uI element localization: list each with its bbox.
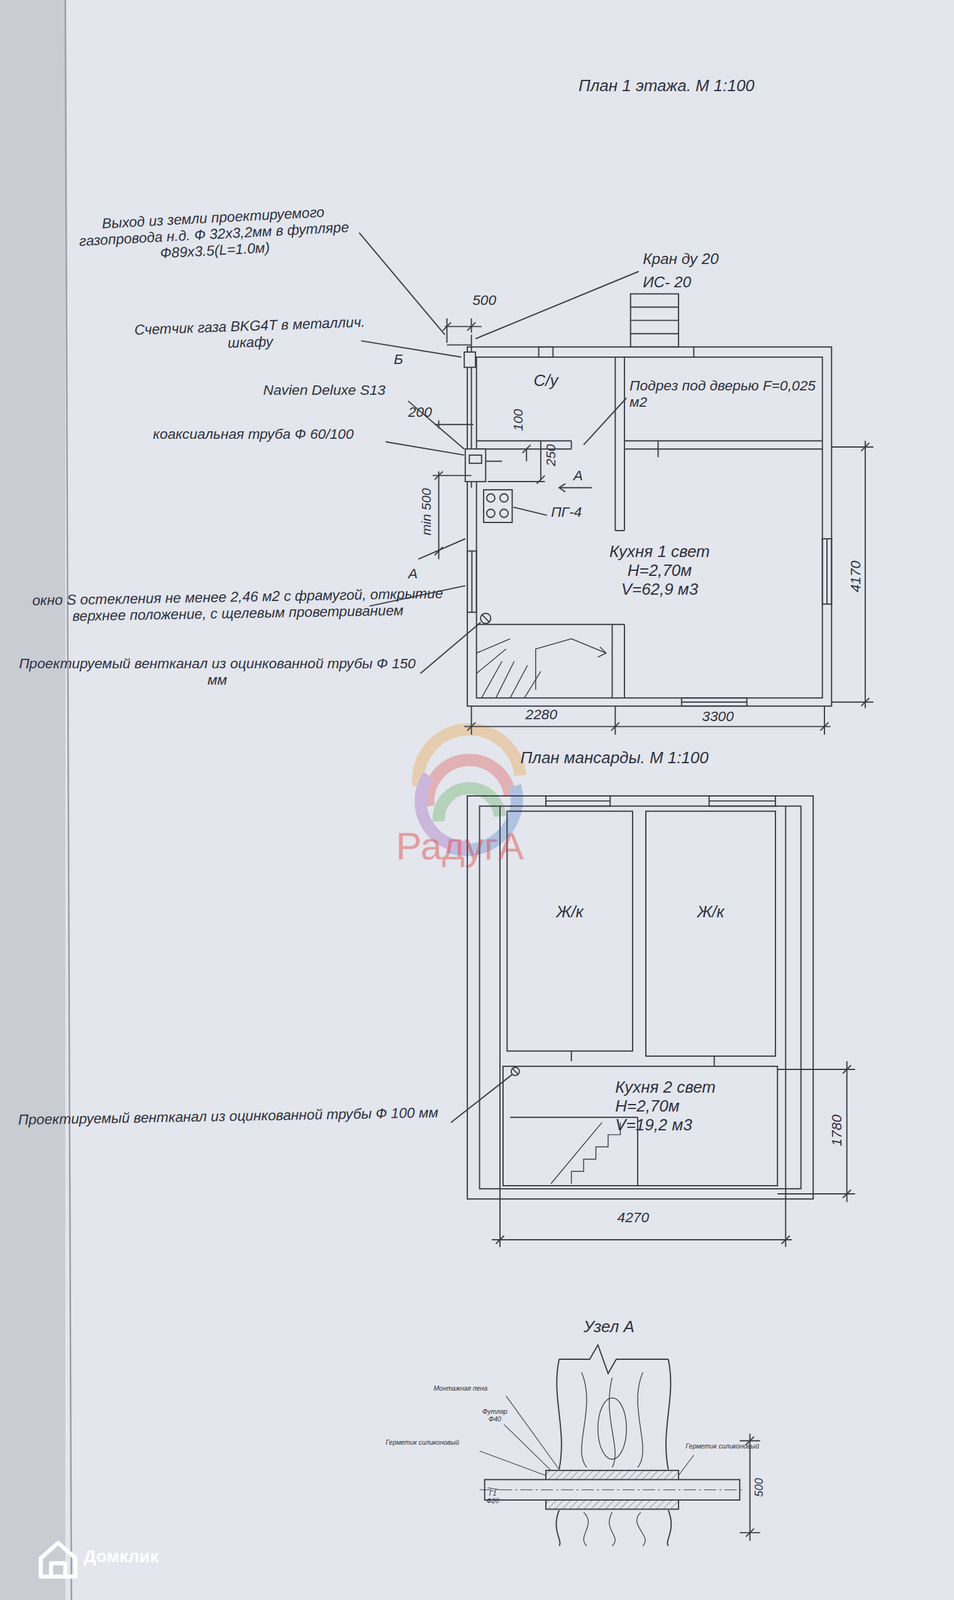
callout-note: коаксиальная труба Ф 60/100: [152, 425, 354, 443]
plan-title: План 1 этажа. М 1:100: [578, 76, 755, 96]
room-area: Ж/к: [506, 811, 633, 1051]
dimension: 200: [408, 403, 433, 421]
dimension: 1780: [828, 1114, 845, 1147]
part-label: Монтажная пена: [433, 1384, 489, 1393]
section-mark: А: [408, 565, 418, 582]
dimension: 100: [510, 409, 526, 432]
part-label: Герметик силиконовый: [685, 1442, 760, 1451]
callout-note: Подрез под дверью F=0,025 м2: [629, 377, 819, 411]
room-area: Кухня 2 светH=2,70м V=19,2 м3: [503, 1065, 778, 1186]
callout-note: Выход из земли проектируемого газопровод…: [60, 201, 369, 267]
part-label: Герметик силиконовый: [385, 1438, 460, 1447]
callout-note: ИС- 20: [642, 273, 692, 292]
room-name: Кухня 1 свет: [609, 542, 710, 562]
callout-note: окно S остекления не менее 2,46 м2 с фра…: [8, 584, 468, 626]
section-mark: Б: [393, 350, 404, 368]
dimension: 2280: [525, 706, 558, 723]
callout-note: Проектируемый вентканал из оцинкованной …: [8, 655, 427, 688]
room-area: С/у: [476, 357, 616, 441]
dimension: 500: [472, 291, 497, 309]
dimension: 4170: [847, 560, 864, 593]
room-name: Кухня 2 свет: [615, 1078, 716, 1098]
room-params: H=2,70м V=62,9 м3: [613, 561, 706, 600]
callout-note: ПГ-4: [550, 503, 582, 521]
section-mark: А: [573, 467, 583, 484]
callout-note: Проектируемый вентканал из оцинкованной …: [3, 1104, 453, 1129]
callout-note: Кран ду 20: [642, 250, 719, 268]
callout-note: Счетчик газа BKG4T в металлич. шкафу: [132, 313, 368, 355]
dimension: 250: [543, 443, 559, 466]
part-label: Г1 Ф20: [483, 1489, 502, 1505]
room-name: Ж/к: [696, 903, 724, 922]
dimension: 500: [752, 1478, 766, 1498]
callout-note: Navien Deluxe S13: [263, 381, 386, 399]
dimension: 3300: [701, 708, 734, 725]
dimension: 4270: [617, 1209, 650, 1226]
room-params: H=2,70м V=19,2 м3: [615, 1097, 712, 1136]
watermark: РадугА: [396, 824, 525, 870]
detail-title: Узел А: [583, 1318, 635, 1337]
part-label: Футляр Ф40: [479, 1408, 511, 1424]
room-area: Кухня 1 светH=2,70м V=62,9 м3: [476, 449, 823, 625]
room-name: Ж/к: [556, 903, 584, 922]
dimension: min 500: [418, 488, 434, 536]
room-name: С/у: [533, 371, 559, 391]
watermark: Домклик: [83, 1547, 159, 1568]
room-area: Ж/к: [645, 811, 776, 1056]
plan-title: План мансарды. М 1:100: [520, 748, 709, 768]
